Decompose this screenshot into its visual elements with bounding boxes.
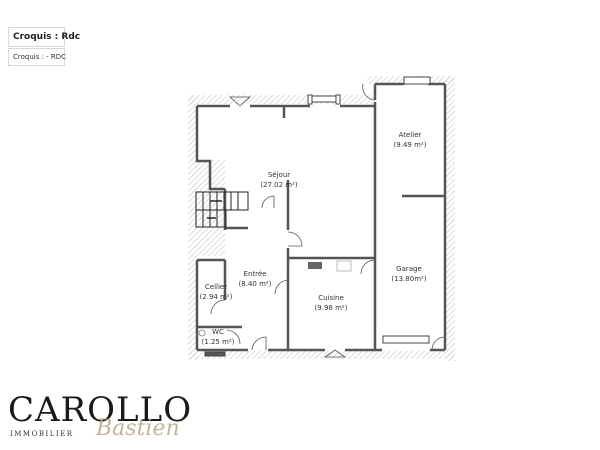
toilet-icon bbox=[198, 329, 206, 337]
svg-text:WC: WC bbox=[212, 328, 224, 336]
logo-tagline: IMMOBILIER bbox=[10, 430, 74, 438]
sink-icon bbox=[336, 260, 352, 272]
svg-text:(27.02 m²): (27.02 m²) bbox=[260, 181, 298, 189]
sketch-subtitle: Croquis : - RDC bbox=[8, 48, 66, 66]
room-entree: Entrée (8.40 m²) bbox=[239, 270, 272, 288]
logo-wordmark: CAROLLO bbox=[8, 390, 193, 430]
room-sejour: Séjour (27.02 m²) bbox=[260, 171, 298, 189]
room-atelier: Atelier (9.49 m²) bbox=[394, 131, 427, 149]
svg-text:(13.80m²): (13.80m²) bbox=[391, 275, 426, 283]
svg-text:(2.94 m²): (2.94 m²) bbox=[200, 293, 233, 301]
room-wc: WC (1.25 m²) bbox=[202, 328, 235, 346]
interior-walls bbox=[195, 82, 447, 352]
svg-text:(1.25 m²): (1.25 m²) bbox=[202, 338, 235, 346]
svg-text:Cellier: Cellier bbox=[205, 283, 227, 291]
stove-icon bbox=[308, 262, 322, 269]
room-cellier: Cellier (2.94 m²) bbox=[200, 283, 233, 301]
svg-text:Entrée: Entrée bbox=[244, 270, 267, 278]
svg-text:(9.98 m²): (9.98 m²) bbox=[315, 304, 348, 312]
room-garage: Garage (13.80m²) bbox=[391, 265, 426, 283]
svg-text:Séjour: Séjour bbox=[268, 171, 290, 179]
svg-text:(8.40 m²): (8.40 m²) bbox=[239, 280, 272, 288]
staircase bbox=[195, 191, 249, 228]
svg-text:Cuisine: Cuisine bbox=[318, 294, 344, 302]
windows bbox=[204, 76, 431, 357]
svg-text:Garage: Garage bbox=[396, 265, 422, 273]
exterior-walls bbox=[188, 76, 455, 361]
sketch-title: Croquis : Rdc bbox=[8, 27, 80, 47]
doors bbox=[210, 83, 445, 358]
logo-signature: Bastien bbox=[96, 416, 180, 441]
svg-text:(9.49 m²): (9.49 m²) bbox=[394, 141, 427, 149]
agency-logo: CAROLLO IMMOBILIER Bastien bbox=[8, 392, 191, 442]
room-cuisine: Cuisine (9.98 m²) bbox=[315, 294, 348, 312]
svg-text:Atelier: Atelier bbox=[399, 131, 422, 139]
